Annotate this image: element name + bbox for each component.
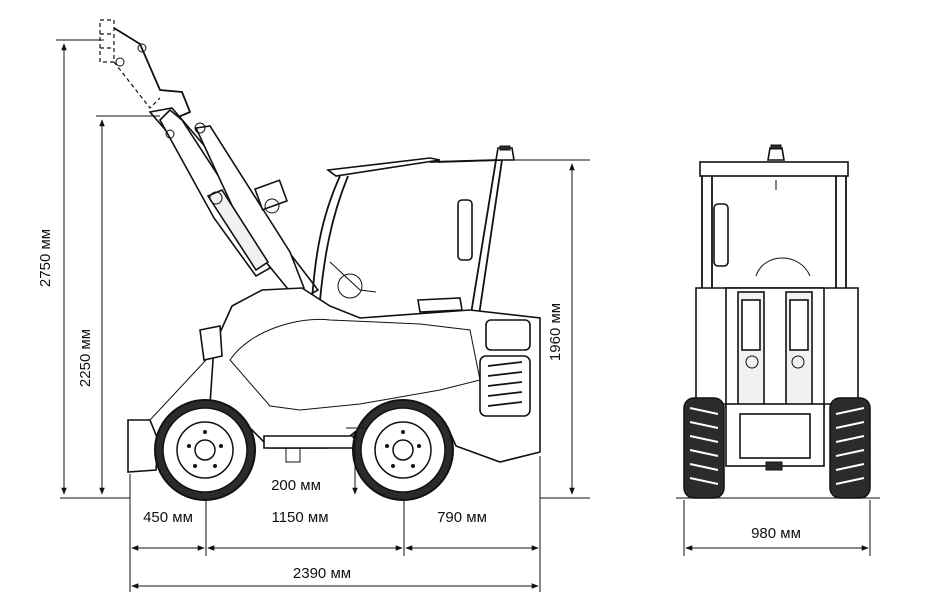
rear-overhang-label: 790 мм <box>437 509 487 526</box>
front-view-right-wheel-icon <box>829 397 871 499</box>
ground-clearance-label: 200 мм <box>271 477 321 494</box>
boom-arm-icon <box>148 107 320 302</box>
overall-length-label: 2390 мм <box>293 565 351 582</box>
front-view-loader-illustration <box>683 144 871 499</box>
max-lift-height-label: 2750 мм <box>37 229 54 287</box>
front-view-left-wheel-icon <box>683 397 725 499</box>
dimension-lines <box>56 39 880 592</box>
chassis-body-icon <box>127 287 541 473</box>
overall-width-label: 980 мм <box>751 525 801 542</box>
front-wheel-icon <box>154 399 256 501</box>
front-overhang-label: 450 мм <box>143 509 193 526</box>
raised-attachment-icon <box>99 19 192 119</box>
wheelbase-label: 1150 мм <box>271 509 328 526</box>
side-view-loader-illustration <box>99 19 541 501</box>
overall-height-label: 1960 мм <box>547 303 564 361</box>
seat-icon <box>329 261 463 313</box>
cabin-frame-icon <box>311 145 515 323</box>
rear-wheel-icon <box>352 399 454 501</box>
hinge-pin-height-label: 2250 мм <box>77 329 94 387</box>
